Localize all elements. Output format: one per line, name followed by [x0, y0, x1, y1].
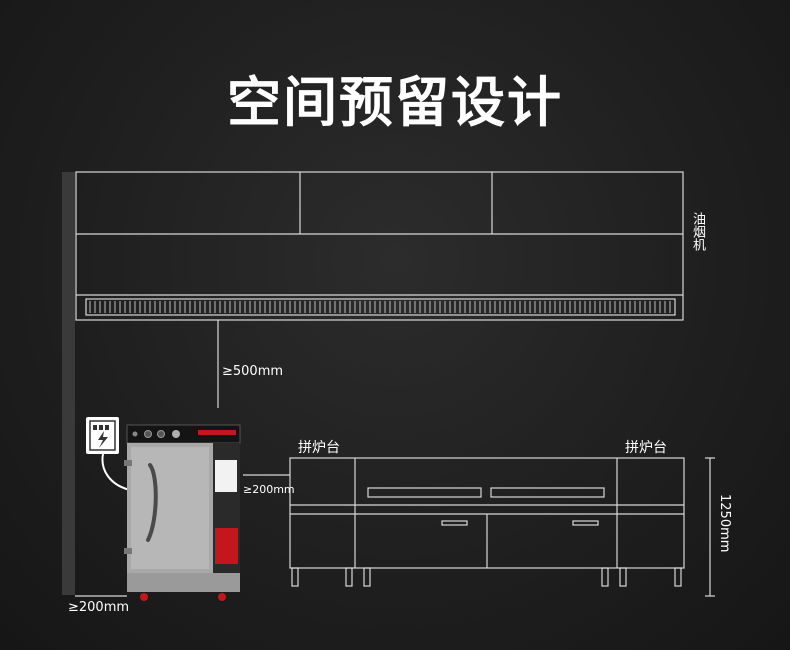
counter-right-label: 拼炉台 — [625, 440, 667, 456]
height-label: 1250mm — [717, 494, 732, 553]
stove-counters — [289, 457, 685, 587]
range-hood — [75, 171, 684, 321]
hood-filter-grille — [89, 301, 671, 313]
wall — [62, 172, 75, 595]
power-socket-icon — [86, 417, 131, 491]
clearance-side-label: ≥200mm — [243, 483, 295, 496]
height-dimension — [705, 457, 715, 597]
page-title: 空间预留设计 — [227, 71, 563, 134]
clearance-top-label: ≥500mm — [222, 364, 284, 379]
steamer-cabinet — [124, 424, 241, 601]
counter-left-label: 拼炉台 — [298, 440, 340, 456]
clearance-bottom-label: ≥200mm — [68, 600, 130, 615]
hood-label: 油烟机 — [690, 212, 705, 251]
